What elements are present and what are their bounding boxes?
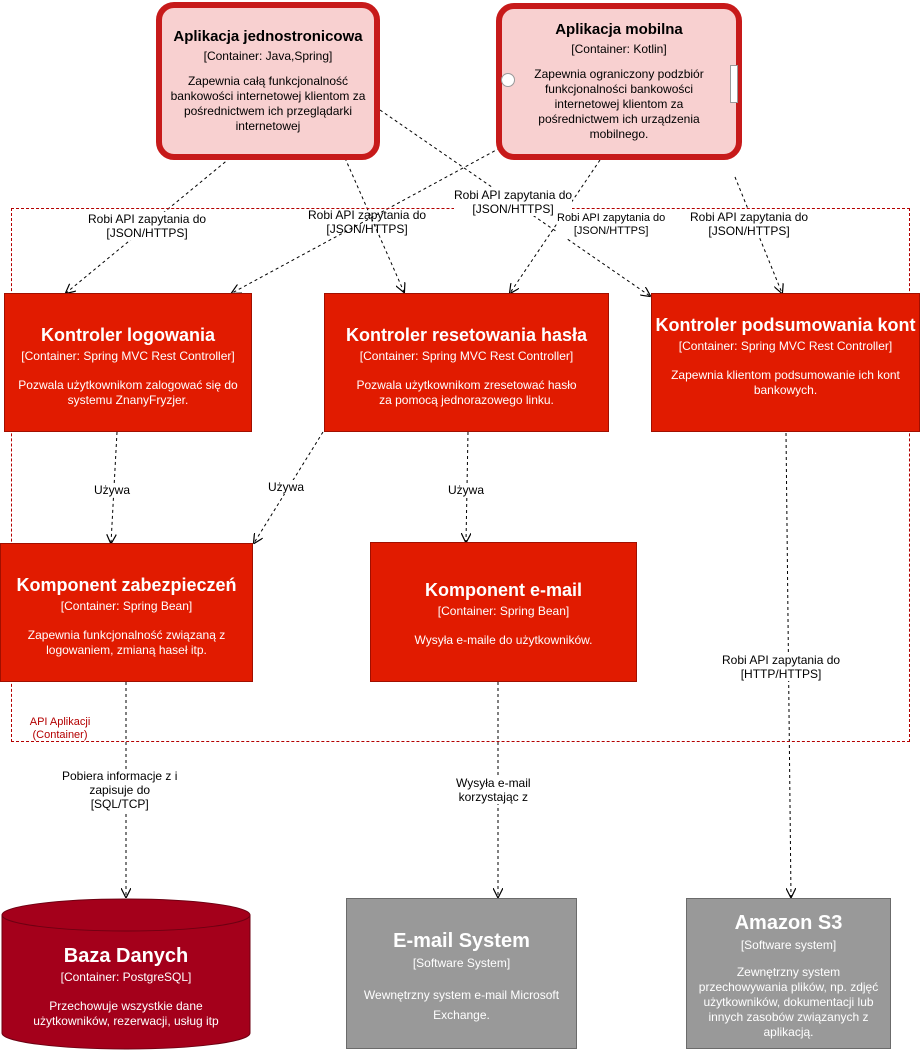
database-cylinder bbox=[1, 898, 251, 1050]
boundary-name: API Aplikacji bbox=[29, 716, 91, 728]
edge-reset-security bbox=[254, 431, 324, 543]
node-subtitle: [Container: PostgreSQL] bbox=[60, 970, 192, 984]
boundary-label: API Aplikacji (Container) bbox=[20, 716, 100, 742]
edge-label-spa-login: Robi API zapytania do[JSON/HTTPS] bbox=[88, 212, 207, 240]
node-title: Kontroler resetowania hasła bbox=[345, 325, 588, 345]
node-description: Zewnętrzny system przechowywania plików,… bbox=[698, 965, 879, 1039]
edge-label-mobile-summary: Robi API zapytania do[JSON/HTTPS] bbox=[690, 210, 809, 238]
node-reset-controller[interactable]: Kontroler resetowania hasła [Container: … bbox=[324, 293, 609, 432]
node-description: Wewnętrzny system e-mail Microsoft Excha… bbox=[363, 988, 560, 1022]
node-subtitle: [Container: Spring MVC Rest Controller] bbox=[678, 339, 893, 353]
node-subtitle: [Software System] bbox=[412, 956, 511, 970]
node-subtitle: [Software system] bbox=[740, 938, 837, 952]
node-email-system[interactable]: E-mail System [Software System] Wewnętrz… bbox=[346, 898, 577, 1049]
node-spa[interactable]: Aplikacja jednostronicowa [Container: Ja… bbox=[156, 2, 380, 160]
node-email-component[interactable]: Komponent e-mail [Container: Spring Bean… bbox=[370, 542, 637, 682]
edge-label-spa-summary: Robi API zapytania do[JSON/HTTPS] bbox=[454, 188, 573, 216]
node-description: Pozwala użytkownikom zresetować hasło za… bbox=[356, 378, 577, 407]
node-amazon-s3[interactable]: Amazon S3 [Software system] Zewnętrzny s… bbox=[686, 898, 891, 1049]
node-subtitle: [Container: Java,Spring] bbox=[203, 49, 333, 63]
edge-label-reset-email: Używa bbox=[448, 483, 485, 497]
edge-mobile-reset bbox=[510, 159, 601, 293]
node-description: Zapewnia całą funkcjonalność bankowości … bbox=[170, 74, 366, 133]
node-title: Amazon S3 bbox=[734, 912, 843, 934]
node-description: Wysyła e-maile do użytkowników. bbox=[414, 633, 593, 647]
phone-speaker-icon bbox=[730, 65, 738, 103]
edge-mobile-login bbox=[232, 147, 501, 293]
node-security-component[interactable]: Komponent zabezpieczeń [Container: Sprin… bbox=[0, 543, 253, 682]
node-mobile[interactable]: Aplikacja mobilna [Container: Kotlin] Za… bbox=[496, 3, 742, 160]
node-title: Kontroler logowania bbox=[40, 325, 215, 345]
edge-spa-reset bbox=[344, 157, 404, 292]
node-summary-controller[interactable]: Kontroler podsumowania kont [Container: … bbox=[651, 293, 920, 432]
node-title: Baza Danych bbox=[63, 945, 189, 967]
node-title: Kontroler podsumowania kont bbox=[655, 315, 916, 335]
node-subtitle: [Container: Kotlin] bbox=[571, 42, 667, 56]
edge-summary-s3 bbox=[785, 432, 791, 897]
node-title: Komponent zabezpieczeń bbox=[16, 575, 237, 595]
node-description: Zapewnia klientom podsumowanie ich kont … bbox=[671, 368, 900, 397]
node-subtitle: [Container: Spring MVC Rest Controller] bbox=[21, 349, 235, 363]
node-description: Przechowuje wszystkie dane użytkowników,… bbox=[33, 999, 219, 1028]
node-title: E-mail System bbox=[393, 930, 530, 952]
node-description: Zapewnia ograniczony podzbiór funkcjonal… bbox=[534, 67, 704, 141]
node-login-controller[interactable]: Kontroler logowania [Container: Spring M… bbox=[4, 293, 252, 432]
node-database[interactable]: Baza Danych [Container: PostgreSQL] Prze… bbox=[2, 944, 250, 1029]
node-subtitle: [Container: Spring MVC Rest Controller] bbox=[359, 349, 574, 363]
edge-label-reset-security: Używa bbox=[268, 480, 305, 494]
node-description: Pozwala użytkownikom zalogować się do sy… bbox=[18, 378, 238, 407]
boundary-type: (Container) bbox=[32, 729, 88, 741]
node-subtitle: [Container: Spring Bean] bbox=[60, 599, 193, 613]
node-description: Zapewnia funkcjonalność związaną z logow… bbox=[27, 628, 226, 657]
phone-button-icon bbox=[501, 73, 515, 87]
node-title: Aplikacja jednostronicowa bbox=[173, 28, 363, 45]
edge-label-summary-s3: Robi API zapytania do[HTTP/HTTPS] bbox=[722, 653, 841, 681]
node-title: Komponent e-mail bbox=[424, 580, 582, 600]
node-subtitle: [Container: Spring Bean] bbox=[437, 604, 570, 618]
edge-label-mobile-login: Robi API zapytania do[JSON/HTTPS] bbox=[308, 208, 427, 236]
edge-label-mobile-reset: Robi API zapytania do[JSON/HTTPS] bbox=[557, 212, 666, 238]
node-title: Aplikacja mobilna bbox=[555, 21, 683, 38]
edge-label-login-security: Używa bbox=[94, 483, 131, 497]
